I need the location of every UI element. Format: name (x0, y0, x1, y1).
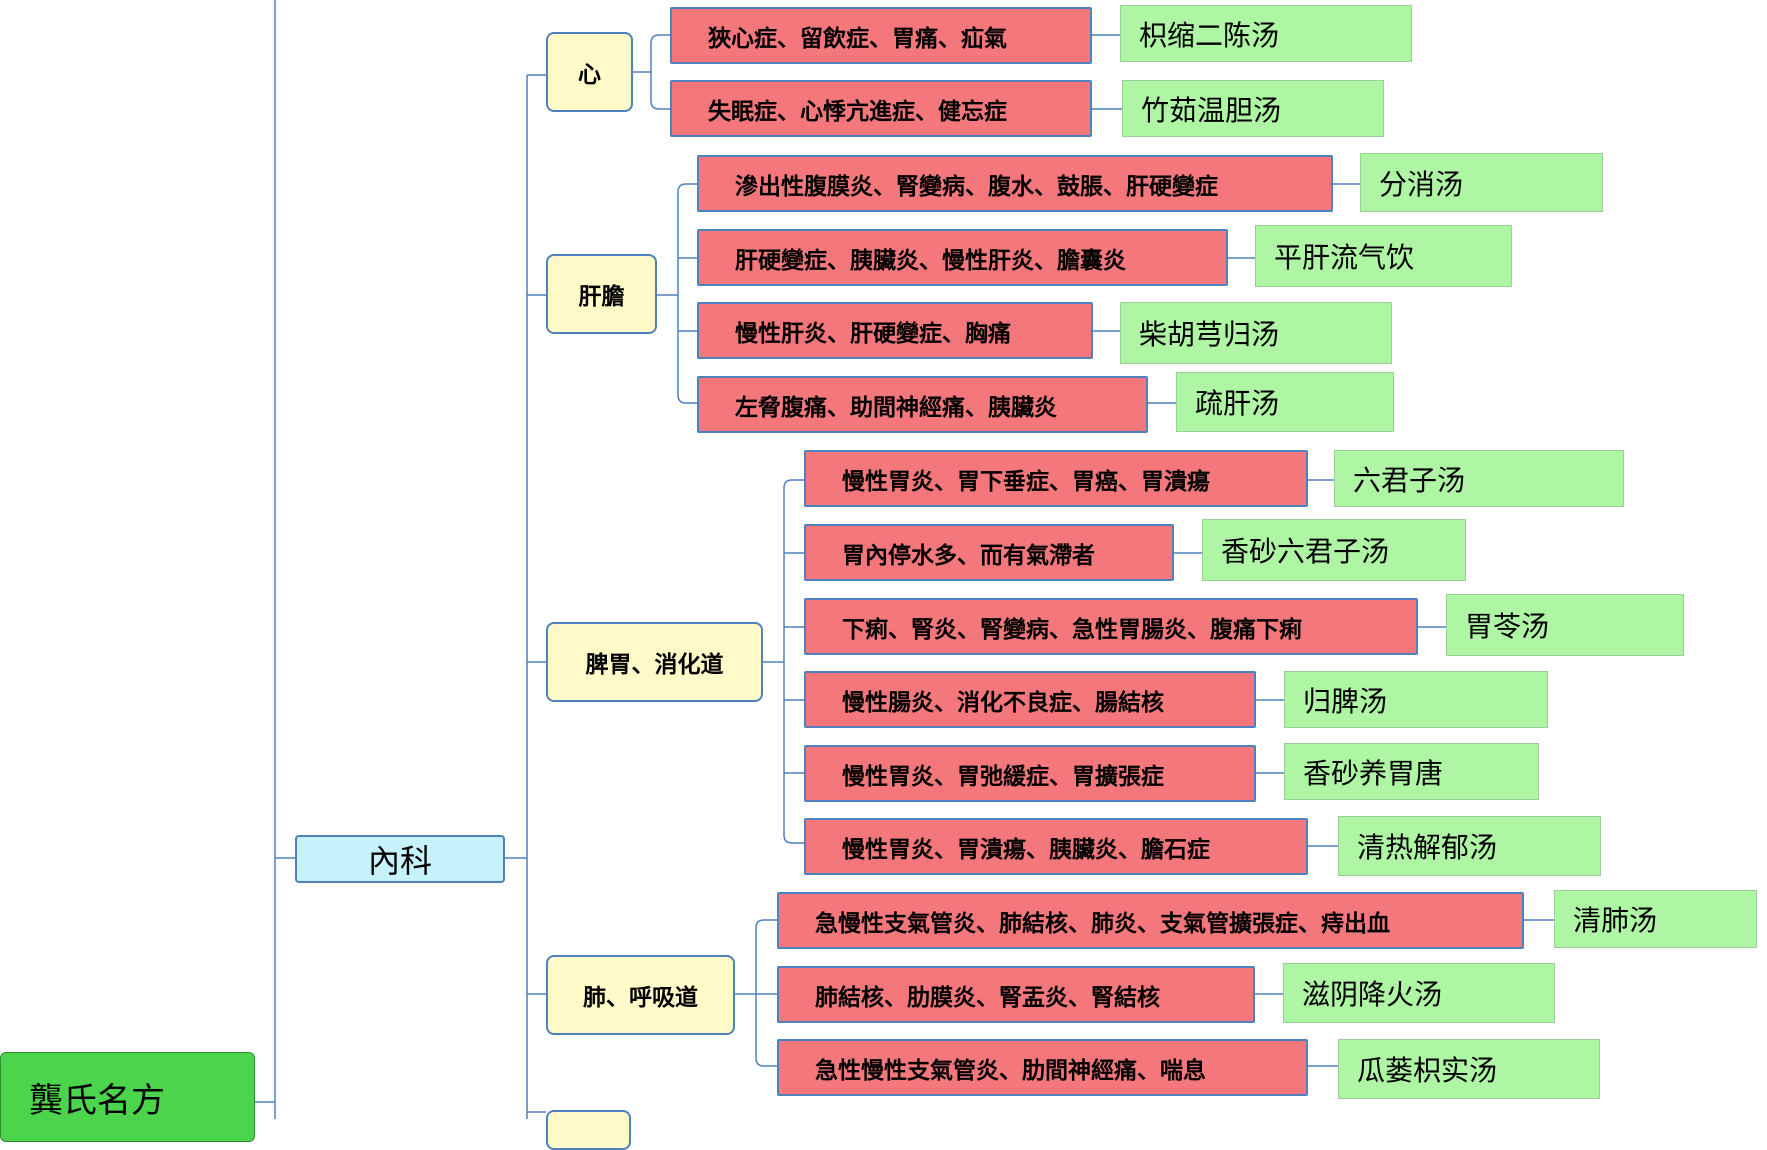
formula-label: 清肺汤 (1573, 904, 1658, 937)
condition-node[interactable]: 急性慢性支氣管炎、肋間神經痛、喘息 (777, 1039, 1308, 1096)
condition-label: 慢性腸炎、消化不良症、腸結核 (842, 689, 1164, 716)
category-label: 脾胃、消化道 (585, 652, 724, 678)
condition-label: 慢性肝炎、肝硬變症、胸痛 (735, 320, 1011, 347)
formula-node[interactable]: 平肝流气饮 (1255, 225, 1512, 287)
formula-label: 滋阴降火汤 (1302, 978, 1443, 1011)
category-node-liver[interactable]: 肝膽 (546, 254, 657, 334)
condition-label: 急性慢性支氣管炎、肋間神經痛、喘息 (815, 1057, 1206, 1084)
formula-node[interactable]: 归脾汤 (1284, 671, 1548, 728)
formula-node[interactable]: 滋阴降火汤 (1283, 963, 1555, 1023)
condition-label: 滲出性腹膜炎、腎變病、腹水、鼓脹、肝硬變症 (735, 173, 1218, 200)
condition-label: 慢性胃炎、胃弛緩症、胃擴張症 (842, 763, 1164, 790)
category-node-partial[interactable] (546, 1110, 631, 1150)
condition-node[interactable]: 慢性胃炎、胃弛緩症、胃擴張症 (804, 745, 1256, 802)
condition-label: 肺結核、肋膜炎、腎盂炎、腎結核 (815, 984, 1160, 1011)
condition-label: 慢性胃炎、胃潰瘍、胰臟炎、膽石症 (842, 836, 1210, 863)
formula-node[interactable]: 清肺汤 (1554, 890, 1757, 948)
formula-label: 六君子汤 (1353, 463, 1466, 497)
department-label: 內科 (367, 842, 432, 880)
condition-node[interactable]: 左脅腹痛、助間神經痛、胰臟炎 (697, 376, 1148, 433)
formula-node[interactable]: 柴胡芎归汤 (1120, 302, 1392, 364)
department-node[interactable]: 內科 (295, 835, 505, 883)
category-node-heart[interactable]: 心 (546, 32, 633, 112)
condition-node[interactable]: 狹心症、留飲症、胃痛、疝氣 (670, 7, 1092, 64)
formula-label: 清热解郁汤 (1357, 831, 1498, 864)
condition-node[interactable]: 胃內停水多、而有氣滯者 (804, 524, 1174, 581)
formula-label: 枳缩二陈汤 (1139, 18, 1280, 52)
condition-label: 下痢、腎炎、腎變病、急性胃腸炎、腹痛下痢 (842, 616, 1302, 643)
category-label: 肺、呼吸道 (583, 985, 698, 1011)
condition-node[interactable]: 慢性腸炎、消化不良症、腸結核 (804, 671, 1256, 728)
formula-node[interactable]: 瓜蒌枳实汤 (1338, 1039, 1600, 1099)
formula-node[interactable]: 分消汤 (1360, 153, 1603, 212)
formula-label: 香砂养胃唐 (1303, 756, 1444, 790)
formula-label: 归脾汤 (1303, 684, 1388, 718)
condition-node[interactable]: 急慢性支氣管炎、肺結核、肺炎、支氣管擴張症、痔出血 (777, 892, 1524, 949)
category-node-digestive[interactable]: 脾胃、消化道 (546, 622, 763, 702)
formula-label: 竹茹温胆汤 (1141, 93, 1282, 127)
formula-node[interactable]: 疏肝汤 (1176, 372, 1394, 432)
formula-label: 胃苓汤 (1465, 610, 1550, 643)
condition-label: 狹心症、留飲症、胃痛、疝氣 (708, 25, 1007, 52)
formula-label: 香砂六君子汤 (1221, 535, 1390, 568)
category-node-lung[interactable]: 肺、呼吸道 (546, 955, 735, 1035)
condition-label: 左脅腹痛、助間神經痛、胰臟炎 (735, 394, 1057, 421)
formula-node[interactable]: 清热解郁汤 (1338, 816, 1601, 876)
formula-node[interactable]: 竹茹温胆汤 (1122, 80, 1384, 137)
condition-node[interactable]: 慢性胃炎、胃下垂症、胃癌、胃潰瘍 (804, 450, 1308, 507)
formula-node[interactable]: 香砂六君子汤 (1202, 519, 1466, 581)
category-label: 肝膽 (578, 284, 625, 310)
condition-label: 肝硬變症、胰臟炎、慢性肝炎、膽囊炎 (735, 247, 1126, 274)
condition-node[interactable]: 慢性肝炎、肝硬變症、胸痛 (697, 302, 1093, 359)
condition-node[interactable]: 肝硬變症、胰臟炎、慢性肝炎、膽囊炎 (697, 229, 1228, 286)
condition-node[interactable]: 肺結核、肋膜炎、腎盂炎、腎結核 (777, 966, 1255, 1023)
condition-node[interactable]: 滲出性腹膜炎、腎變病、腹水、鼓脹、肝硬變症 (697, 155, 1333, 212)
root-node[interactable]: 龔氏名方 (0, 1052, 255, 1142)
condition-node[interactable]: 慢性胃炎、胃潰瘍、胰臟炎、膽石症 (804, 818, 1308, 875)
condition-label: 慢性胃炎、胃下垂症、胃癌、胃潰瘍 (842, 468, 1210, 495)
formula-node[interactable]: 香砂养胃唐 (1284, 743, 1539, 800)
formula-node[interactable]: 枳缩二陈汤 (1120, 5, 1412, 62)
condition-label: 胃內停水多、而有氣滯者 (842, 542, 1095, 569)
root-label: 龔氏名方 (29, 1080, 165, 1121)
category-label: 心 (578, 62, 601, 88)
condition-label: 失眠症、心悸亢進症、健忘症 (708, 98, 1007, 125)
condition-label: 急慢性支氣管炎、肺結核、肺炎、支氣管擴張症、痔出血 (815, 910, 1390, 937)
formula-node[interactable]: 六君子汤 (1334, 450, 1624, 507)
formula-label: 疏肝汤 (1195, 387, 1280, 420)
formula-label: 柴胡芎归汤 (1139, 318, 1280, 351)
formula-label: 瓜蒌枳实汤 (1357, 1054, 1498, 1087)
condition-node[interactable]: 失眠症、心悸亢進症、健忘症 (670, 80, 1092, 137)
condition-node[interactable]: 下痢、腎炎、腎變病、急性胃腸炎、腹痛下痢 (804, 598, 1418, 655)
formula-label: 平肝流气饮 (1274, 241, 1415, 274)
formula-label: 分消汤 (1379, 167, 1464, 201)
formula-node[interactable]: 胃苓汤 (1446, 594, 1684, 656)
